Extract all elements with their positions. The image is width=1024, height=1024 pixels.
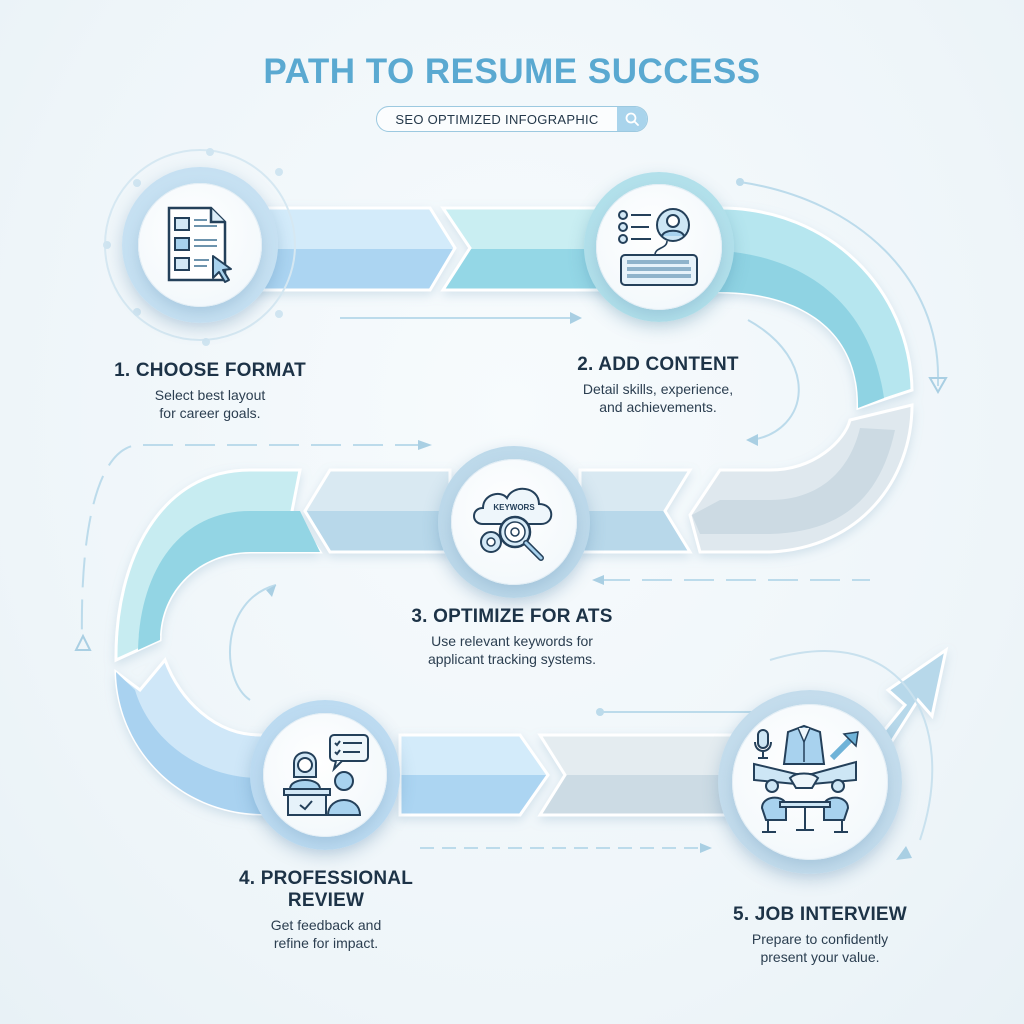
seo-search-badge[interactable]: SEO OPTIMIZED INFOGRAPHIC [376,106,648,132]
step-4-title-line2: REVIEW [287,890,365,911]
interview-handshake-icon [753,724,859,833]
step-2-text: 2. ADD CONTENT Detail skills, experience… [508,354,808,416]
step-3-node[interactable]: KEYWORS [451,459,577,585]
step-3-desc-line2: applicant tracking systems. [427,651,597,667]
step-4-desc-line1: Get feedback and [270,917,382,933]
step-3-desc-line1: Use relevant keywords for [431,633,593,649]
step-1-desc-line2: for career goals. [159,405,261,421]
step-5-node[interactable] [732,704,888,860]
search-icon[interactable] [617,107,647,131]
step-2-title: 2. ADD CONTENT [577,354,739,375]
step-2-desc-line2: and achievements. [599,399,717,415]
resume-layout-cursor-icon [167,206,232,283]
step-5-desc-line2: present your value. [760,949,880,965]
step-3-title: 3. OPTIMIZE FOR ATS [411,606,613,627]
step-4-desc-line2: refine for impact. [273,935,379,951]
step-4-node[interactable] [263,713,387,837]
step-1-title: 1. CHOOSE FORMAT [114,360,306,381]
page-title: PATH TO RESUME SUCCESS [263,52,761,91]
step-1-text: 1. CHOOSE FORMAT Select best layout for … [60,360,360,422]
step-3-text: 3. OPTIMIZE FOR ATS Use relevant keyword… [362,606,662,668]
keywords-cloud-magnifier-icon: KEYWORS [473,488,553,561]
reviewer-feedback-icon [283,734,369,816]
step-1-node[interactable] [138,183,262,307]
step-4-text: 4. PROFESSIONAL REVIEW Get feedback and … [176,868,476,952]
step-4-title-line1: 4. PROFESSIONAL [238,868,414,889]
seo-badge-label: SEO OPTIMIZED INFOGRAPHIC [395,111,599,127]
keywords-icon-text: KEYWORS [493,503,535,512]
step-2-node[interactable] [596,184,722,310]
step-5-desc-line1: Prepare to confidently [751,931,889,947]
step-2-desc-line1: Detail skills, experience, [582,381,734,397]
step-1-desc-line1: Select best layout [154,387,266,403]
profile-keyboard-icon [618,208,698,286]
step-5-text: 5. JOB INTERVIEW Prepare to confidently … [670,904,970,966]
step-5-title: 5. JOB INTERVIEW [733,904,907,925]
